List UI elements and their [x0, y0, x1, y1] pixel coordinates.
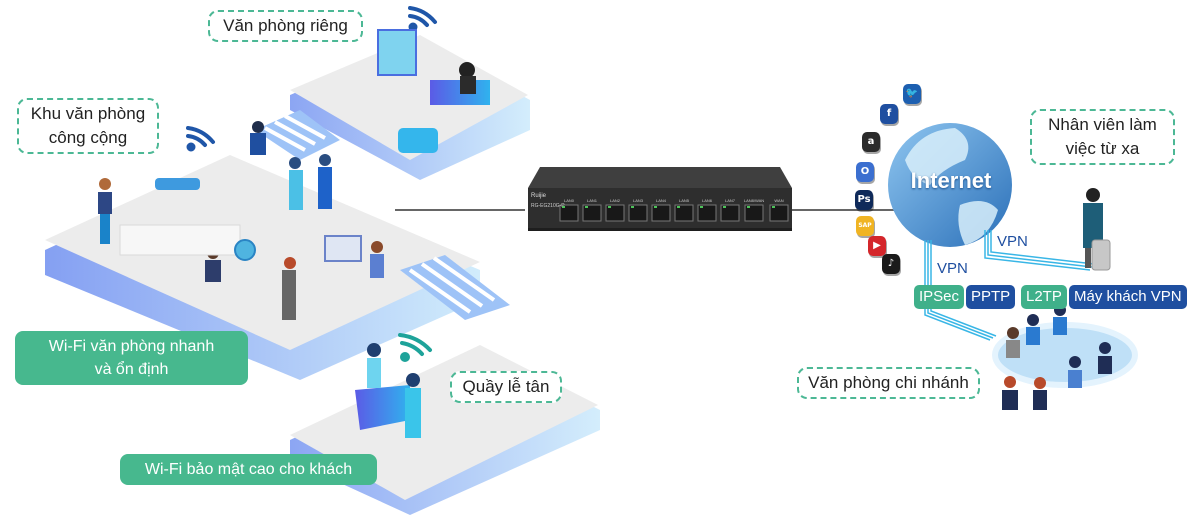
ethernet-port	[651, 204, 671, 222]
youtube-icon: ▶	[868, 236, 886, 256]
port-label: LAN1	[587, 198, 598, 203]
people-public	[98, 121, 384, 320]
vpn-tag-vpn-client: Máy khách VPN	[1069, 285, 1187, 309]
label-private-office: Văn phòng riêng	[208, 10, 363, 42]
router-model: RG-EG210G-P	[531, 203, 565, 209]
port-label: LAN8/WAN	[744, 198, 764, 203]
port-led	[608, 206, 611, 208]
port-led	[723, 206, 726, 208]
photoshop-icon: Ps	[855, 190, 873, 210]
ethernet-port	[674, 204, 694, 222]
vpn-label-remote: VPN	[997, 233, 1028, 250]
label-guest-wifi: Wi-Fi bảo mật cao cho khách	[120, 454, 377, 485]
ethernet-port	[697, 204, 717, 222]
ottoman	[398, 128, 438, 153]
port-led	[585, 206, 588, 208]
port-label: LAN0	[564, 198, 575, 203]
port-led	[747, 206, 750, 208]
port-led	[562, 206, 565, 208]
router-ports: LAN0 LAN1 LAN2 LAN3 LAN4 LAN5 LAN6 LAN7 LAN8/WAN…	[559, 198, 789, 222]
remote-worker	[1083, 188, 1111, 271]
vpn-tag-l2tp: L2TP	[1021, 285, 1067, 309]
sap-icon: SAP	[856, 216, 874, 236]
wifi-icon-public	[186, 126, 215, 152]
stairs-top	[255, 110, 340, 160]
port-label: LAN2	[610, 198, 621, 203]
amazon-icon: a	[862, 132, 880, 152]
ethernet-port	[769, 204, 789, 222]
vpn-tag-pptp: PPTP	[966, 285, 1016, 309]
cabinet	[377, 29, 417, 76]
label-branch-office-text: Văn phòng chi nhánh	[808, 373, 969, 392]
port-label: LAN6	[702, 198, 713, 203]
vpn-lines	[924, 230, 1095, 341]
label-remote-worker-line2: việc từ xa	[1065, 139, 1140, 158]
branch-office-table	[992, 304, 1138, 410]
port-led	[677, 206, 680, 208]
port-label: LAN4	[656, 198, 667, 203]
label-remote-worker-line1: Nhân viên làm	[1048, 115, 1157, 134]
vpn-tag-ipsec: IPSec	[914, 285, 965, 309]
port-led	[772, 206, 775, 208]
label-public-office-line1: Khu văn phòng	[30, 104, 146, 123]
label-guest-wifi-text: Wi-Fi bảo mật cao cho khách	[144, 461, 353, 478]
wifi-icon-reception	[398, 333, 432, 362]
globe	[888, 123, 1012, 247]
ethernet-port	[605, 204, 625, 222]
label-reception: Quầy lễ tân	[450, 371, 562, 403]
label-public-office-line2: công cộng	[48, 128, 128, 147]
label-fast-wifi-line1: Wi-Fi văn phòng nhanh	[48, 338, 215, 355]
stairs-bottom	[400, 255, 510, 320]
port-label: WAN	[774, 198, 783, 203]
tiktok-icon: ♪	[882, 254, 900, 274]
ethernet-port	[628, 204, 648, 222]
wifi-icon-private	[408, 6, 437, 32]
label-reception-text: Quầy lễ tân	[462, 377, 550, 396]
internet-label: Internet	[910, 168, 992, 193]
label-remote-worker: Nhân viên làm việc từ xa	[1030, 109, 1175, 165]
ethernet-port	[582, 204, 602, 222]
port-led	[631, 206, 634, 208]
label-fast-wifi: Wi-Fi văn phòng nhanh và ổn định	[15, 331, 248, 385]
outlook-icon: O	[856, 162, 874, 182]
label-private-office-text: Văn phòng riêng	[223, 16, 348, 35]
port-led	[700, 206, 703, 208]
router-brand: Ruijie	[531, 193, 547, 199]
ethernet-port	[744, 204, 764, 222]
facebook-icon: f	[880, 104, 898, 124]
twitter-icon: 🐦	[903, 84, 921, 104]
public-office-platform	[45, 155, 480, 380]
port-led	[654, 206, 657, 208]
label-public-office: Khu văn phòng công cộng	[17, 98, 159, 154]
label-fast-wifi-line2: và ổn định	[94, 361, 169, 378]
label-branch-office: Văn phòng chi nhánh	[797, 367, 980, 399]
reception-desk	[355, 343, 421, 438]
port-label: LAN5	[679, 198, 690, 203]
person-private	[459, 62, 475, 78]
port-label: LAN3	[633, 198, 644, 203]
port-label: LAN7	[725, 198, 736, 203]
ethernet-port	[559, 204, 579, 222]
ethernet-port	[720, 204, 740, 222]
vpn-label-branch: VPN	[937, 260, 968, 277]
